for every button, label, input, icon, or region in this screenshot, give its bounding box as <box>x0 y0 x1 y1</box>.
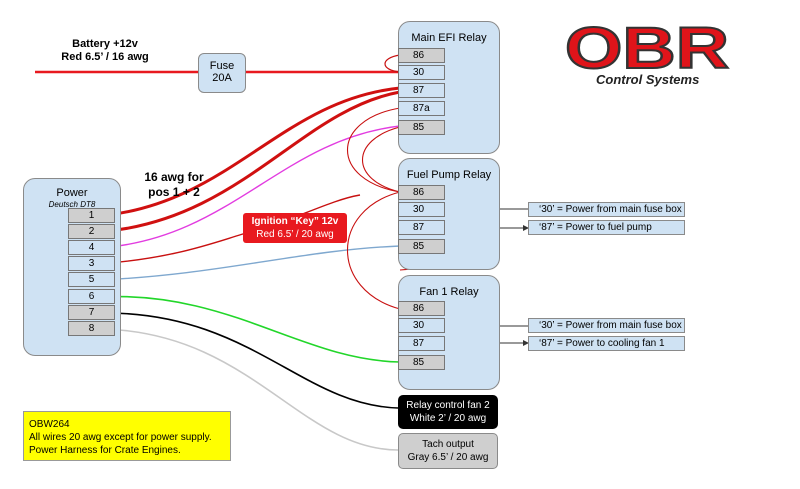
main-relay-pin-87a: 87a <box>398 101 445 116</box>
fuse-box: Fuse 20A <box>198 53 246 93</box>
connector-pin-5: 5 <box>68 272 115 287</box>
info-line1: OBW264 <box>29 419 70 430</box>
fan-relay-pin-30: 30 <box>398 318 445 333</box>
main-relay-pin-30: 30 <box>398 65 445 80</box>
logo-subtitle: Control Systems <box>596 72 700 87</box>
fuse-label-line2: 20A <box>212 72 232 84</box>
relay-fan2-line1: Relay control fan 2 <box>406 400 490 411</box>
fuse-label-line1: Fuse <box>209 60 235 72</box>
main-relay-pin-87: 87 <box>398 83 445 98</box>
tach-line1: Tach output <box>422 439 474 450</box>
fan-1-relay-title: Fan 1 Relay <box>419 286 479 298</box>
ignition-key-box: Ignition “Key” 12v Red 6.5’ / 20 awg <box>243 213 347 243</box>
wire-pos5 <box>97 245 401 281</box>
fuel-relay-pin-30: 30 <box>398 202 445 217</box>
awg-note-line1: 16 awg for <box>144 170 204 184</box>
awg-note-line2: pos 1 + 2 <box>148 185 200 199</box>
fuel-relay-pin-86: 86 <box>398 185 445 200</box>
battery-label-line2: Red 6.5’ / 16 awg <box>61 51 149 63</box>
ignition-line2: Red 6.5’ / 20 awg <box>256 229 334 240</box>
connector-pin-3: 3 <box>68 256 115 271</box>
fuel-pump-relay-title: Fuel Pump Relay <box>406 169 492 181</box>
wire-pos2 <box>97 90 401 234</box>
power-connector-subtitle: Deutsch DT8 <box>48 200 96 209</box>
info-line3: Power Harness for Crate Engines. <box>29 445 181 456</box>
battery-label: Battery +12v Red 6.5’ / 16 awg <box>45 38 165 64</box>
battery-label-line1: Battery +12v <box>72 38 138 50</box>
wire-pos4 <box>97 125 401 249</box>
jumper-main87a-fuel86 <box>347 107 401 193</box>
obr-logo: OBR <box>564 16 730 82</box>
info-line2: All wires 20 awg except for power supply… <box>29 432 212 443</box>
wire-pos3 <box>97 231 251 265</box>
note-fuel-30: ‘30’ = Power from main fuse box <box>528 202 685 217</box>
note-fan-30: ‘30’ = Power from main fuse box <box>528 318 685 333</box>
wire-pos7 <box>97 312 399 409</box>
fan-relay-pin-86: 86 <box>398 301 445 316</box>
fan-relay-pin-85: 85 <box>398 355 445 370</box>
fan-relay-pin-87: 87 <box>398 336 445 351</box>
connector-pin-4: 4 <box>68 240 115 255</box>
power-connector-title: Power <box>56 187 88 199</box>
relay-control-fan2-box: Relay control fan 2 White 2’ / 20 awg <box>398 395 498 429</box>
connector-pin-2: 2 <box>68 224 115 239</box>
jumper-main85-fuel86 <box>361 126 401 193</box>
awg-note: 16 awg for pos 1 + 2 <box>128 170 220 200</box>
connector-pin-6: 6 <box>68 289 115 304</box>
relay-fan2-line2: White 2’ / 20 awg <box>409 413 487 424</box>
info-box: OBW264 All wires 20 awg except for power… <box>23 411 231 461</box>
jumper-fuel86-fan86 <box>347 191 401 310</box>
connector-pin-8: 8 <box>68 321 115 336</box>
tach-line2: Gray 6.5’ / 20 awg <box>407 452 489 463</box>
connector-pin-7: 7 <box>68 305 115 320</box>
tach-output-box: Tach output Gray 6.5’ / 20 awg <box>398 433 498 469</box>
main-relay-pin-86: 86 <box>398 48 445 63</box>
fuel-relay-pin-85: 85 <box>398 239 445 254</box>
ignition-line1: Ignition “Key” 12v <box>251 216 339 227</box>
main-relay-pin-85: 85 <box>398 120 445 135</box>
note-fuel-87: ‘87’ = Power to fuel pump <box>528 220 685 235</box>
obr-logo-text: OBR <box>565 16 729 81</box>
fuel-relay-pin-87: 87 <box>398 220 445 235</box>
wire-pos1 <box>97 86 401 218</box>
wire-pos8 <box>97 328 399 451</box>
connector-pin-1: 1 <box>68 208 115 223</box>
main-efi-relay-title: Main EFI Relay <box>411 32 487 44</box>
main-jumper-86-30 <box>384 54 401 73</box>
wire-pos6 <box>97 295 401 363</box>
note-fan-87: ‘87’ = Power to cooling fan 1 <box>528 336 685 351</box>
